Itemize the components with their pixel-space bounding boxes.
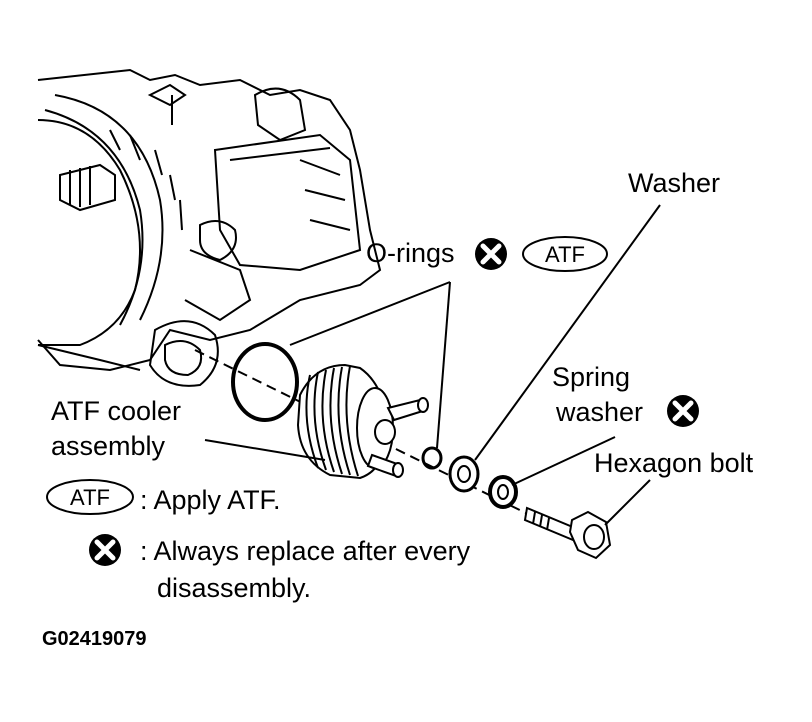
legend-replace-icon	[89, 534, 121, 566]
atf-cooler-body	[296, 363, 429, 480]
o-rings-label: O-rings	[366, 238, 455, 268]
figure-id: G02419079	[42, 628, 147, 650]
washer-label: Washer	[628, 168, 720, 198]
hexagon-bolt-label: Hexagon bolt	[594, 448, 754, 478]
legend-atf-badge: ATF	[46, 479, 134, 515]
atf-cooler-label-line1: ATF cooler	[51, 396, 181, 426]
large-o-ring	[231, 342, 299, 422]
legend-atf-description: : Apply ATF.	[140, 485, 281, 515]
spring-washer-part	[488, 475, 518, 509]
hexagon-bolt-part	[523, 506, 612, 560]
spring-label-line2: washer	[555, 397, 643, 427]
transmission-housing-drawing	[37, 68, 382, 387]
legend-replace-description-line2: disassembly.	[157, 573, 311, 603]
leader-lines	[204, 204, 661, 526]
atf-badge-text: ATF	[545, 242, 585, 267]
legend-atf-badge-text: ATF	[70, 485, 110, 510]
o-rings-replace-icon	[475, 238, 507, 270]
small-o-ring	[421, 446, 443, 470]
spring-washer-replace-icon	[667, 395, 699, 427]
atf-cooler-label-line2: assembly	[51, 431, 166, 461]
legend-replace-description-line1: : Always replace after every	[140, 536, 471, 566]
o-rings-atf-badge: ATF	[522, 236, 608, 272]
spring-label-line1: Spring	[552, 362, 630, 392]
washer-part	[448, 455, 480, 493]
